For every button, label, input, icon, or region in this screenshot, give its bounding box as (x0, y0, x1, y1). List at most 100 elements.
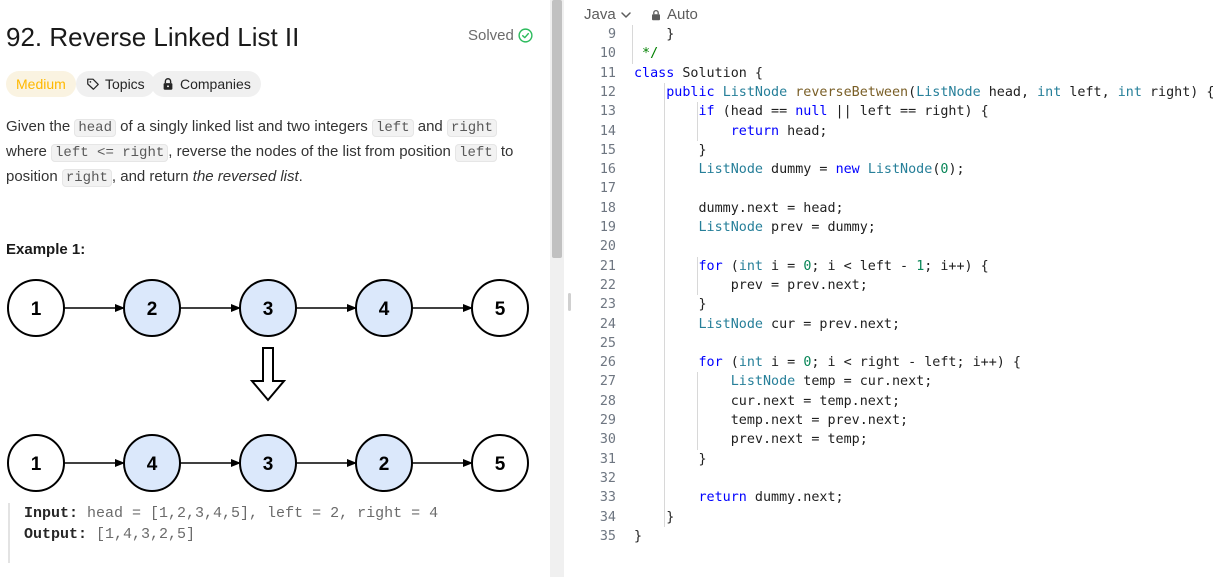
line-number: 14 (599, 123, 616, 139)
code-text: } (634, 142, 707, 158)
code-line[interactable]: 26 for (int i = 0; i < right - left; i++… (576, 353, 1200, 372)
indent-guide (664, 82, 666, 527)
code-line[interactable]: 25 (576, 334, 1200, 353)
line-number: 34 (599, 509, 616, 525)
code-text: } (634, 27, 675, 42)
line-number: 26 (599, 355, 616, 371)
companies-label: Companies (180, 76, 251, 92)
code-text: } (634, 509, 675, 525)
code-text: public ListNode reverseBetween(ListNode … (666, 84, 1215, 100)
list-node-value: 4 (379, 299, 390, 320)
indent-guide (696, 372, 698, 450)
code-line[interactable]: 23 } (576, 295, 1200, 314)
code-line[interactable]: 20 (576, 237, 1200, 256)
code-line[interactable]: 11 class Solution { (576, 64, 1200, 83)
list-node-value: 1 (31, 299, 42, 320)
panel-resize-handle[interactable] (564, 0, 576, 577)
list-node-circle (355, 434, 413, 492)
code-text: */ (634, 46, 659, 62)
code-text: ListNode cur = prev.next; (698, 316, 901, 332)
list-node-circle (239, 434, 297, 492)
example-input: Input: head = [1,2,3,4,5], left = 2, rig… (24, 505, 439, 522)
code-text: } (634, 451, 707, 467)
code-line[interactable]: 17 (576, 179, 1200, 198)
indent-guide (632, 25, 633, 64)
line-number: 15 (599, 142, 616, 158)
list-node-value: 5 (495, 299, 506, 320)
code-line[interactable]: 32 (576, 469, 1200, 488)
list-node-value: 1 (31, 454, 42, 475)
line-number: 16 (599, 162, 616, 178)
difficulty-label: Medium (16, 76, 66, 92)
line-number: 29 (599, 413, 616, 428)
line-number: 11 (599, 65, 616, 81)
code-text: dummy.next = head; (634, 200, 844, 216)
language-label: Java (584, 6, 616, 23)
language-select[interactable]: Java (584, 6, 632, 23)
topics-button[interactable]: Topics (76, 71, 155, 97)
line-number: 27 (599, 374, 616, 390)
line-number: 20 (599, 239, 616, 255)
code-line[interactable]: 31 } (576, 450, 1200, 469)
line-number: 28 (599, 393, 616, 409)
line-number: 24 (599, 316, 616, 332)
lock-icon (163, 78, 173, 90)
indent-guide (696, 256, 698, 296)
list-node-circle (471, 279, 529, 337)
code-text: if (head == null || left == right) { (698, 104, 989, 120)
line-number: 35 (599, 528, 616, 544)
resize-grip-icon[interactable] (568, 293, 571, 311)
code-line[interactable]: 18 dummy.next = head; (576, 199, 1200, 218)
code-line[interactable]: 15 } (576, 141, 1200, 160)
problem-title: 92. Reverse Linked List II (6, 22, 300, 52)
code-line[interactable]: 10 */ (576, 44, 1200, 63)
example-output: Output: [1,4,3,2,5] (24, 526, 196, 543)
code-line[interactable]: 21 for (int i = 0; i < left - 1; i++) { (576, 257, 1200, 276)
code-line[interactable]: 33 return dummy.next; (576, 488, 1200, 507)
line-number: 22 (599, 277, 616, 293)
companies-button[interactable]: Companies (151, 71, 261, 97)
code-text: class Solution { (634, 65, 763, 81)
line-number: 10 (599, 46, 616, 62)
example-heading: Example 1: (6, 241, 86, 258)
code-line[interactable]: 14 return head; (576, 122, 1200, 141)
editor-toolbar: Java Auto (576, 0, 1200, 34)
auto-mode[interactable]: Auto (650, 6, 698, 23)
down-arrow-icon (249, 347, 287, 402)
line-number: 12 (599, 84, 616, 100)
code-line[interactable]: 30 prev.next = temp; (576, 430, 1200, 449)
code-text: } (634, 528, 643, 544)
code-line[interactable]: 12 public ListNode reverseBetween(ListNo… (576, 83, 1215, 102)
solved-status: Solved (468, 27, 533, 44)
description-scrollbar[interactable] (550, 0, 564, 577)
problem-description: Given the head of a singly linked list a… (6, 118, 514, 187)
code-line[interactable]: 19 ListNode prev = dummy; (576, 218, 1200, 237)
code-text: } (634, 297, 707, 313)
code-line[interactable]: 24 ListNode cur = prev.next; (576, 315, 1200, 334)
list-node-circle (471, 434, 529, 492)
code-line[interactable]: 22 prev = prev.next; (576, 276, 1200, 295)
code-line[interactable]: 9 } (576, 25, 1200, 44)
code-line[interactable]: 27 ListNode temp = cur.next; (576, 372, 1200, 391)
code-line[interactable]: 35} (576, 527, 1200, 546)
code-line[interactable]: 34 } (576, 508, 1200, 527)
line-number: 21 (599, 258, 616, 274)
code-line[interactable]: 13 if (head == null || left == right) { (576, 102, 1200, 121)
list-node-circle (123, 434, 181, 492)
list-node-circle (355, 279, 413, 337)
line-number: 17 (599, 181, 616, 197)
code-text: temp.next = prev.next; (634, 413, 909, 428)
list-node-value: 4 (147, 454, 158, 475)
line-number: 33 (599, 490, 616, 506)
scrollbar-thumb[interactable] (552, 0, 562, 258)
difficulty-badge[interactable]: Medium (6, 71, 76, 97)
code-line[interactable]: 28 cur.next = temp.next; (576, 392, 1200, 411)
list-node-circle (7, 279, 65, 337)
code-line[interactable]: 29 temp.next = prev.next; (576, 411, 1200, 430)
code-line[interactable]: 16 ListNode dummy = new ListNode(0); (576, 160, 1200, 179)
line-number: 25 (599, 335, 616, 351)
list-node-value: 5 (495, 454, 506, 475)
